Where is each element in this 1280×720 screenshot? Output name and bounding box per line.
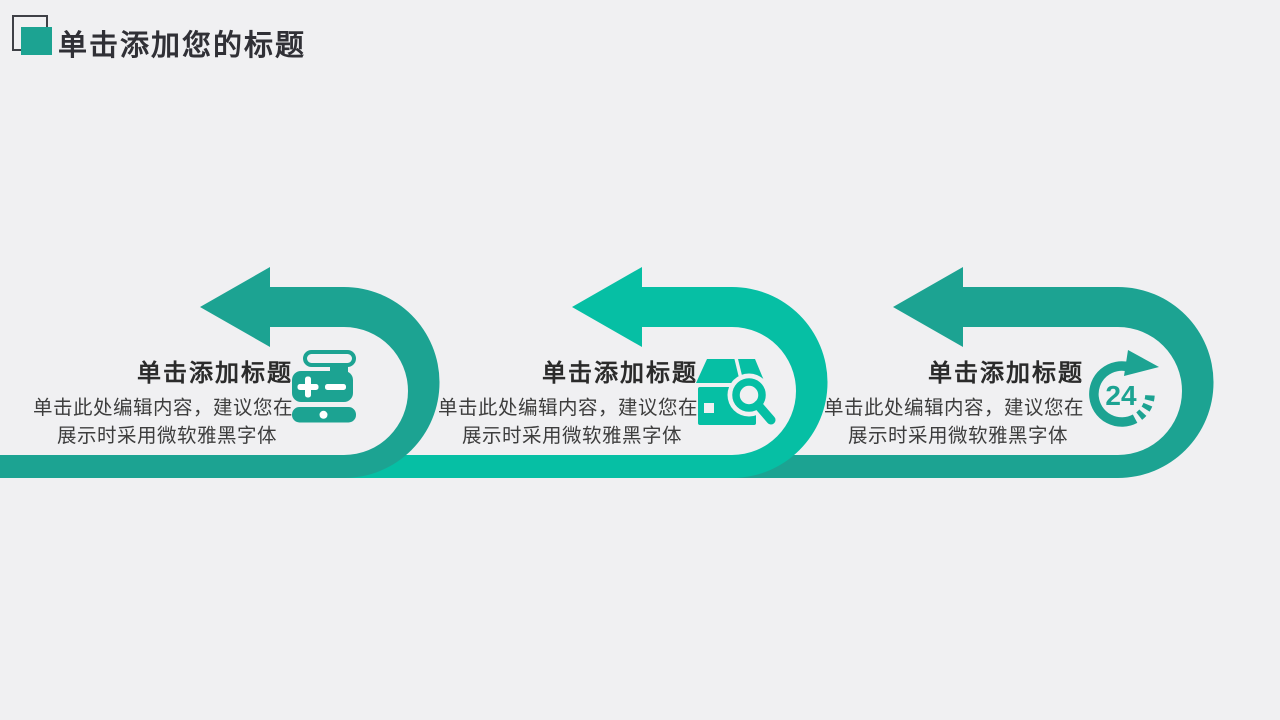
minus-sign — [325, 384, 346, 390]
section-2-heading-placeholder[interactable]: 单击添加标题 — [542, 360, 698, 387]
section-2: 单击添加标题 单击此处编辑内容，建议您在 展示时采用微软雅黑字体 — [438, 353, 698, 450]
section-3-body-line1[interactable]: 单击此处编辑内容，建议您在 — [823, 397, 1084, 419]
section-1-body-line2[interactable]: 展示时采用微软雅黑字体 — [56, 424, 277, 447]
24h-ring-solid-arc — [1089, 361, 1138, 427]
section-1-heading-placeholder[interactable]: 单击添加标题 — [137, 360, 293, 387]
24h-arrowhead — [1124, 350, 1159, 376]
base-dot — [319, 410, 328, 419]
24h-ring-dashed-arc — [1136, 393, 1155, 420]
title-marker-rect — [21, 27, 52, 55]
section-3: 单击添加标题 单击此处编辑内容，建议您在 展示时采用微软雅黑字体 — [824, 353, 1084, 450]
section-3-body-line2[interactable]: 展示时采用微软雅黑字体 — [847, 424, 1068, 447]
section-2-body-line1[interactable]: 单击此处编辑内容，建议您在 — [437, 397, 698, 419]
slide-title-placeholder[interactable]: 单击添加您的标题 — [58, 30, 307, 62]
section-2-body-line2[interactable]: 展示时采用微软雅黑字体 — [461, 424, 682, 447]
magnifier-handle — [753, 400, 776, 425]
process-arrow-1 — [0, 267, 440, 478]
cash-register-top-pill — [303, 350, 356, 367]
section-1: 单击添加标题 单击此处编辑内容，建议您在 展示时采用微软雅黑字体 — [33, 353, 293, 450]
process-arrow-2 — [338, 267, 828, 478]
section-3-heading-placeholder[interactable]: 单击添加标题 — [928, 360, 1084, 387]
title-marker-filled-square — [21, 27, 52, 55]
24-hour-service-icon: 24 — [1089, 350, 1159, 427]
package-label-square — [704, 403, 714, 413]
process-arrow-3 — [726, 267, 1214, 478]
cash-register-icon — [292, 350, 356, 423]
section-1-body-line1[interactable]: 单击此处编辑内容，建议您在 — [32, 397, 293, 419]
package-search-icon — [696, 357, 776, 428]
plus-sign-vertical — [305, 376, 311, 398]
24h-label: 24 — [1105, 380, 1137, 411]
magnifier-lens — [732, 378, 766, 412]
